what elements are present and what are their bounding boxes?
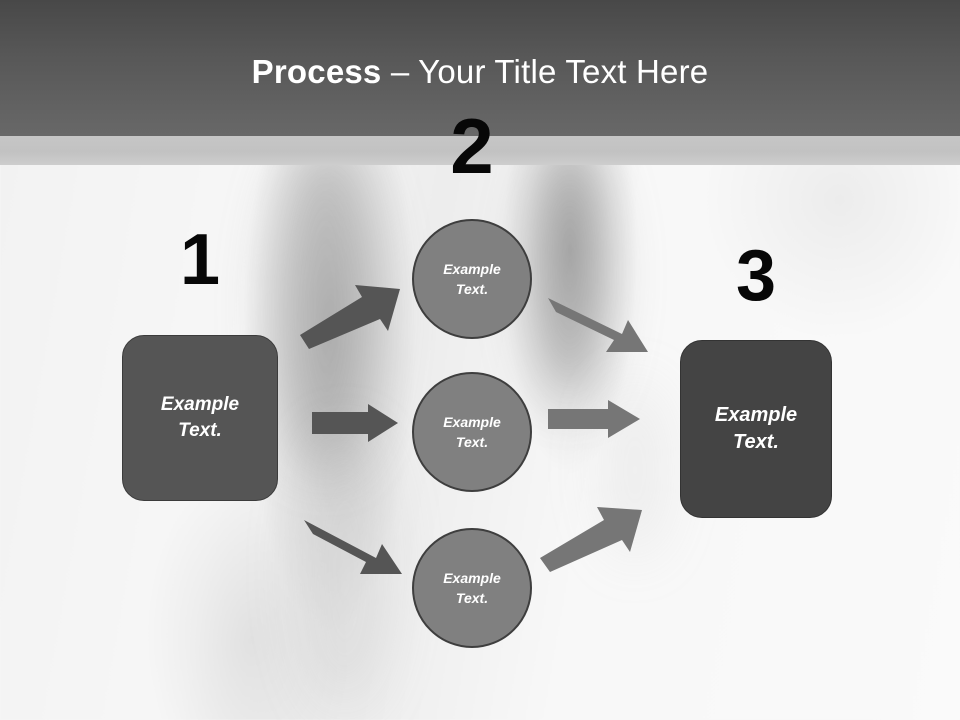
node-end-label: Example Text. [715, 402, 797, 456]
node-branch-middle-label: Example Text. [443, 412, 501, 452]
step-number-1: 1 [179, 220, 221, 300]
node-branch-top-label-line1: Example [443, 261, 501, 277]
step-number-3: 3 [735, 236, 777, 316]
node-branch-top-label-line2: Text. [455, 281, 489, 297]
page-title-strong: Process [251, 53, 382, 90]
header-band [0, 0, 960, 136]
node-branch-middle-label-line1: Example [443, 414, 501, 430]
node-end-box[interactable]: Example Text. [680, 340, 832, 518]
node-end-label-line2: Text. [733, 431, 779, 453]
node-end-label-line1: Example [714, 404, 798, 426]
page-title: Process – Your Title Text Here [0, 52, 960, 92]
node-branch-top-label: Example Text. [443, 259, 501, 299]
arrow-middle-to-end [548, 400, 640, 440]
background-smudge [530, 150, 610, 400]
node-branch-middle-label-line2: Text. [455, 434, 489, 450]
step-number-2: 2 [450, 102, 494, 190]
node-branch-circle-bottom[interactable]: Example Text. [412, 528, 532, 648]
header-accent-strip [0, 136, 960, 165]
arrow-top-to-end [548, 288, 652, 356]
node-branch-bottom-label-line2: Text. [455, 590, 489, 606]
page-title-rest: – Your Title Text Here [381, 53, 709, 90]
node-start-label-line1: Example [160, 394, 240, 415]
arrow-bottom-to-end [540, 502, 646, 572]
node-branch-circle-top[interactable]: Example Text. [412, 219, 532, 339]
node-branch-bottom-label: Example Text. [443, 568, 501, 608]
arrow-start-to-middle [312, 404, 398, 444]
node-branch-bottom-label-line1: Example [443, 570, 501, 586]
node-start-label-line2: Text. [178, 420, 222, 441]
node-branch-circle-middle[interactable]: Example Text. [412, 372, 532, 492]
node-start-label: Example Text. [161, 392, 239, 444]
arrow-start-to-bottom [304, 508, 408, 576]
node-start-box[interactable]: Example Text. [122, 335, 278, 501]
arrow-start-to-top [300, 283, 404, 351]
